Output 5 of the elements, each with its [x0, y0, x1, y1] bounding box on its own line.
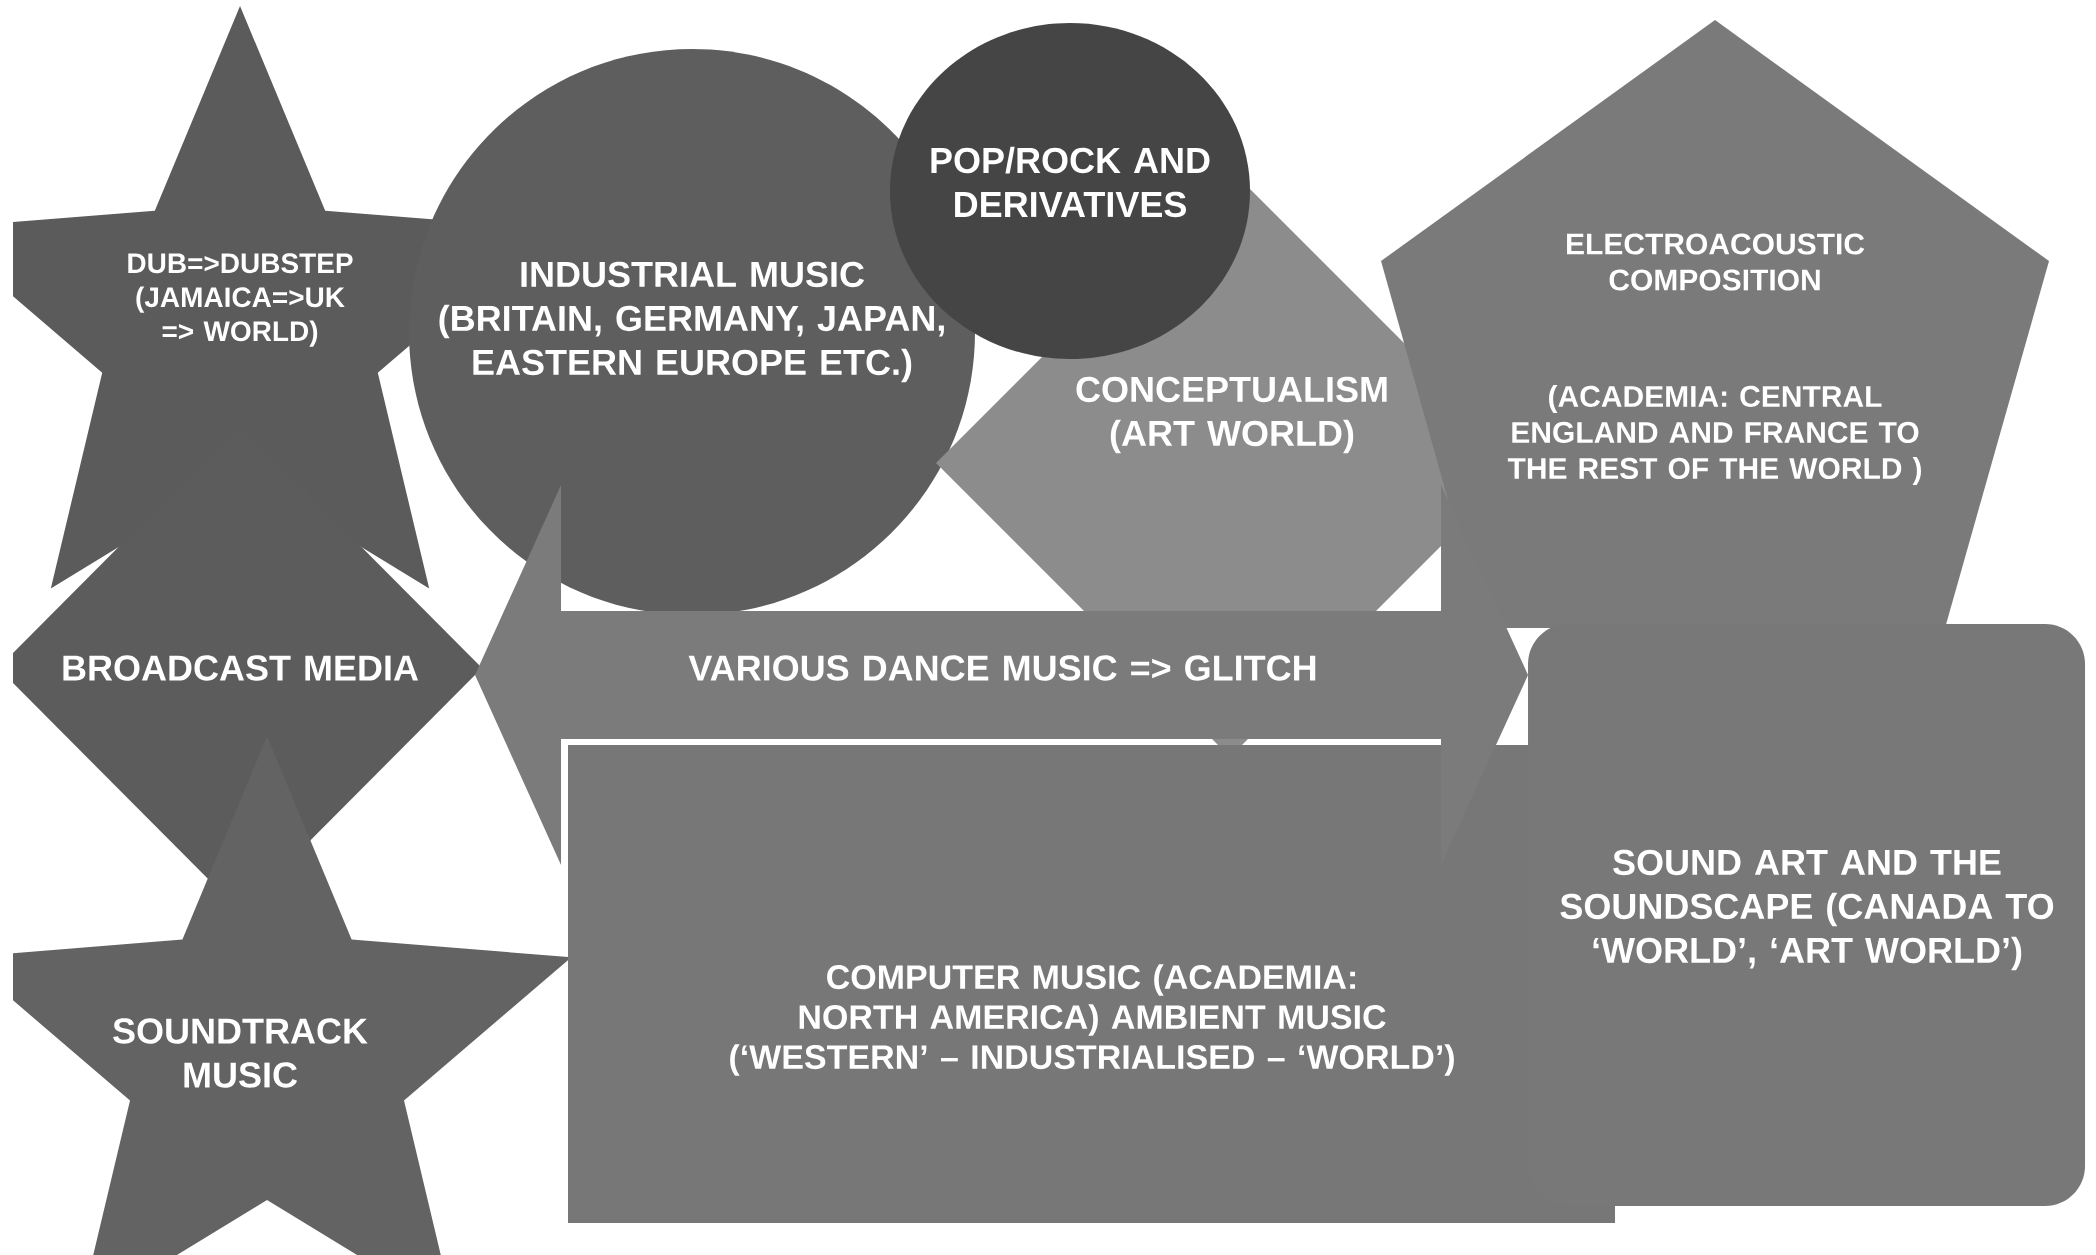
- node-label: DUB=>DUBSTEP (JAMAICA=>UK => WORLD): [128, 253, 353, 347]
- node-label: COMPUTER MUSIC (ACADEMIA: NORTH AMERICA) AMBIENT MUSIC (‘WESTERN’ – INDUSTRIALISED – ‘WORLD’): [730, 964, 1454, 1076]
- rounded-box: SOUND ART AND THE SOUNDSCAPE (CANADA TO ‘WORLD’, ‘ART WORLD’): [1528, 624, 2085, 1206]
- node-label: ELECTROACOUSTIC COMPOSITION: [1567, 233, 1865, 291]
- node-label: BROADCAST MEDIA: [63, 655, 419, 681]
